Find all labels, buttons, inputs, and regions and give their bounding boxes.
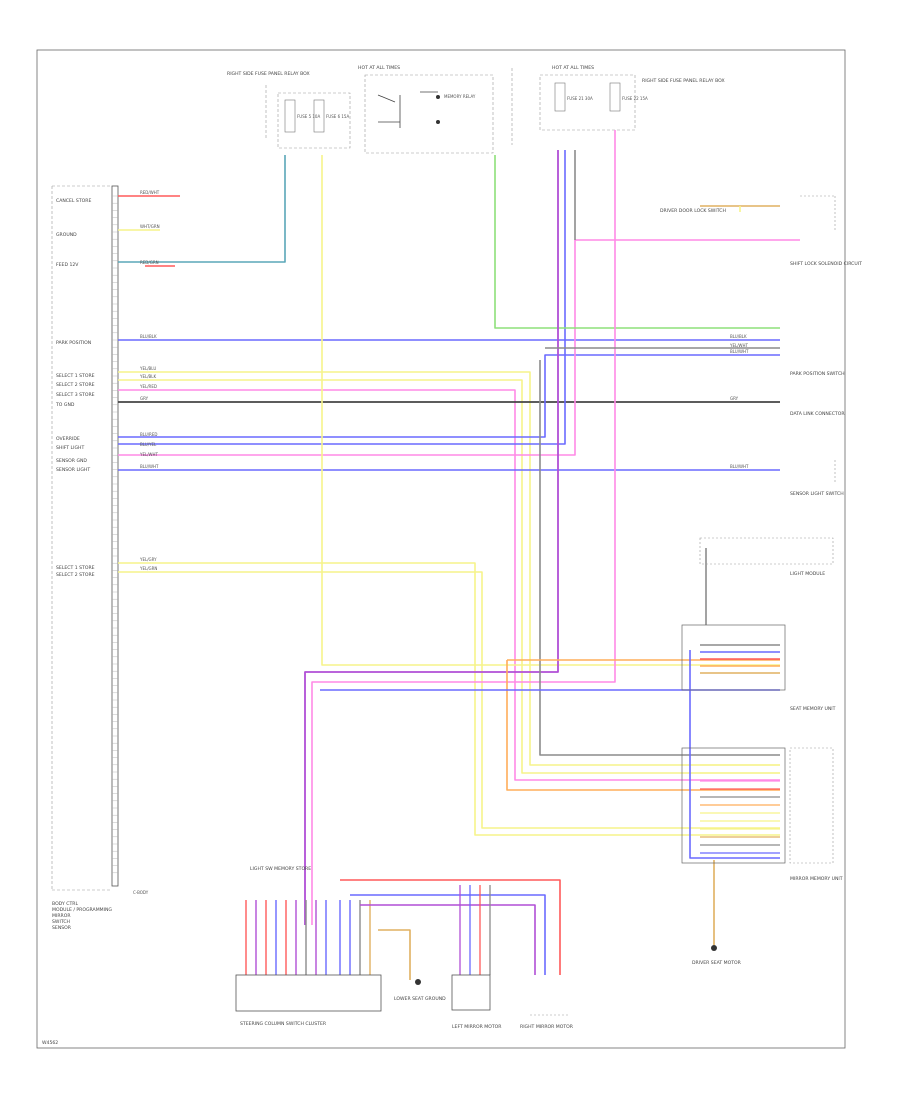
module-input-label: SELECT 1 STORE — [56, 373, 95, 379]
fuse-label-1: FUSE 5 10A — [297, 114, 320, 119]
wire-select1b — [118, 562, 780, 836]
wire-color-label: BLU/RED — [140, 432, 157, 437]
wire-select1 — [118, 371, 780, 766]
door-lock-switch: DRIVER DOOR LOCK SWITCH SHIFT LOCK SOLEN… — [660, 195, 862, 267]
wire-blue-mirror — [689, 650, 780, 859]
lower-seat-ground: LOWER SEAT GROUND — [394, 979, 446, 1002]
fuse-label-2: FUSE 6 15A — [326, 114, 349, 119]
module-input-label: SELECT 1 STORE — [56, 565, 95, 571]
module-input-label: SENSOR GND — [56, 458, 87, 464]
wire-color-label: YEL/BLU — [139, 366, 156, 371]
left-fuse-title: HOT AT ALL TIMES — [358, 65, 400, 71]
wire-mirror-blue — [350, 894, 546, 975]
module-title-1: BODY CTRL — [52, 901, 78, 907]
module-title-2: MODULE / PROGRAMMING — [52, 907, 112, 913]
wire-ground-tan — [378, 929, 411, 980]
left-fuse-panel: RIGHT SIDE FUSE PANEL RELAY BOX FUSE 5 1… — [227, 71, 351, 149]
wire-color-label: WHT/GRN — [140, 224, 160, 229]
wire-override — [118, 354, 780, 438]
module-input-label: TO GND — [55, 402, 75, 408]
wire-fuse-yellow — [321, 155, 780, 666]
right-fuse-title: HOT AT ALL TIMES — [552, 65, 594, 71]
driver-seat-motor: DRIVER SEAT MOTOR — [692, 945, 742, 966]
module-input-label: SELECT 2 STORE — [56, 382, 95, 388]
wire-color-label: YEL/BLK — [139, 374, 157, 379]
right-fuse-panel-label: RIGHT SIDE FUSE PANEL RELAY BOX — [642, 78, 725, 84]
wire-select2 — [118, 379, 780, 774]
left-mirror-label: LEFT MIRROR MOTOR — [452, 1024, 502, 1030]
mirror-memory-unit: MIRROR MEMORY UNIT — [681, 747, 843, 882]
wire-color-label: BLU/WHT — [140, 464, 159, 469]
steering-label: STEERING COLUMN SWITCH CLUSTER — [240, 1021, 327, 1027]
wire-color-label: BLU/WHT — [730, 464, 749, 469]
module-input-label: OVERRIDE — [56, 436, 80, 442]
mirror-module-label: MIRROR MEMORY UNIT — [790, 876, 843, 882]
module-input-label: SENSOR LIGHT — [56, 467, 90, 473]
wire-mirror-purple — [360, 904, 536, 975]
driver-seat-label: DRIVER SEAT MOTOR — [692, 960, 742, 966]
module-input-label: SHIFT LIGHT — [56, 445, 84, 451]
wire-color-label: BLU/BLK — [140, 334, 157, 339]
module-connector-label: C-BODY — [133, 890, 149, 895]
wire-select2b — [118, 571, 780, 829]
sensor-light-label: SENSOR LIGHT SWITCH — [790, 491, 844, 497]
wire-pink-main — [311, 130, 616, 925]
body-control-module: CANCEL STORE GROUND FEED 12V PARK POSITION S… — [51, 185, 149, 931]
module-input-label: PARK POSITION — [56, 340, 91, 346]
module-input-label: SELECT 2 STORE — [56, 572, 95, 578]
wire-color-label: BLU/WHT — [730, 349, 749, 354]
memory-relay-box: HOT AT ALL TIMES MEMORY RELAY — [358, 65, 494, 154]
wire-color-label: YEL/RED — [139, 384, 157, 389]
left-fuse-panel-label: RIGHT SIDE FUSE PANEL RELAY BOX — [227, 71, 310, 77]
seat-module-label: SEAT MEMORY UNIT — [790, 706, 836, 712]
wire-color-label: YEL/WHT — [139, 452, 159, 457]
module-title-3: MIRROR — [52, 913, 71, 919]
wire-color-label: YEL/WHT — [729, 343, 749, 348]
diagram-frame — [36, 49, 846, 1049]
wire-shift-light — [118, 150, 566, 445]
wire-feed — [118, 155, 286, 263]
module-input-label: CANCEL STORE — [56, 198, 91, 204]
wire-color-label: RED/WHT — [140, 190, 160, 195]
park-switch-label: PARK POSITION SWITCH — [790, 371, 845, 377]
fuse-label-3: FUSE 21 30A — [567, 96, 593, 101]
wire-orange-mirror — [506, 660, 780, 791]
wire-color-label: BLU/BLK — [730, 334, 747, 339]
wire-mirror-red — [340, 879, 561, 975]
seat-memory-unit: SEAT MEMORY UNIT — [681, 624, 836, 712]
right-fuse-panel: HOT AT ALL TIMES FUSE 21 30A FUSE 22 15A… — [511, 65, 725, 145]
wires-layer: RED/WHT WHT/GRN RED/GRN BLU/BLK YEL/BLU YEL/B… — [118, 130, 800, 980]
module-input-label: GROUND — [56, 232, 77, 238]
bottom-left-label: LOWER SEAT GROUND — [394, 996, 446, 1002]
relay-label: MEMORY RELAY — [444, 94, 476, 99]
park-position-switch: PARK POSITION SWITCH DATA LINK CONNECTOR… — [790, 371, 845, 497]
left-mirror-motor: LEFT MIRROR MOTOR — [451, 974, 502, 1030]
wire-color-label: YEL/GRY — [139, 557, 157, 562]
wire-gray-seat — [539, 360, 780, 756]
wire-fuse-green — [494, 155, 780, 329]
wire-color-label: GRY — [140, 396, 149, 401]
door-lock-label: DRIVER DOOR LOCK SWITCH — [660, 208, 726, 214]
wire-color-label: YEL/GRN — [139, 566, 157, 571]
wire-color-label: RED/GRN — [140, 260, 159, 265]
light-module: LIGHT MODULE — [699, 537, 834, 577]
wire-color-label: BLU/YEL — [140, 442, 157, 447]
right-mirror-label: RIGHT MIRROR MOTOR — [520, 1024, 574, 1030]
fuse-label-4: FUSE 22 15A — [622, 96, 648, 101]
footer-code: W4562 — [42, 1040, 58, 1046]
right-mirror-motor: RIGHT MIRROR MOTOR — [520, 1014, 574, 1030]
data-link-label: DATA LINK CONNECTOR — [790, 411, 845, 417]
light-module-label: LIGHT MODULE — [790, 571, 825, 577]
module-title-5: SENSOR — [52, 925, 72, 931]
wire-purple-main — [304, 150, 559, 925]
module-title-4: SWITCH — [52, 919, 70, 925]
steering-column-cluster: STEERING COLUMN SWITCH CLUSTER LIGHT SW … — [235, 866, 382, 1027]
wire-color-label: GRY — [730, 396, 739, 401]
module-input-label: SELECT 3 STORE — [56, 392, 95, 398]
steering-top-label: LIGHT SW MEMORY STORE — [250, 866, 311, 872]
wire-select3 — [118, 389, 780, 781]
shift-lock-label: SHIFT LOCK SOLENOID CIRCUIT — [790, 261, 862, 267]
module-input-label: FEED 12V — [56, 262, 79, 268]
